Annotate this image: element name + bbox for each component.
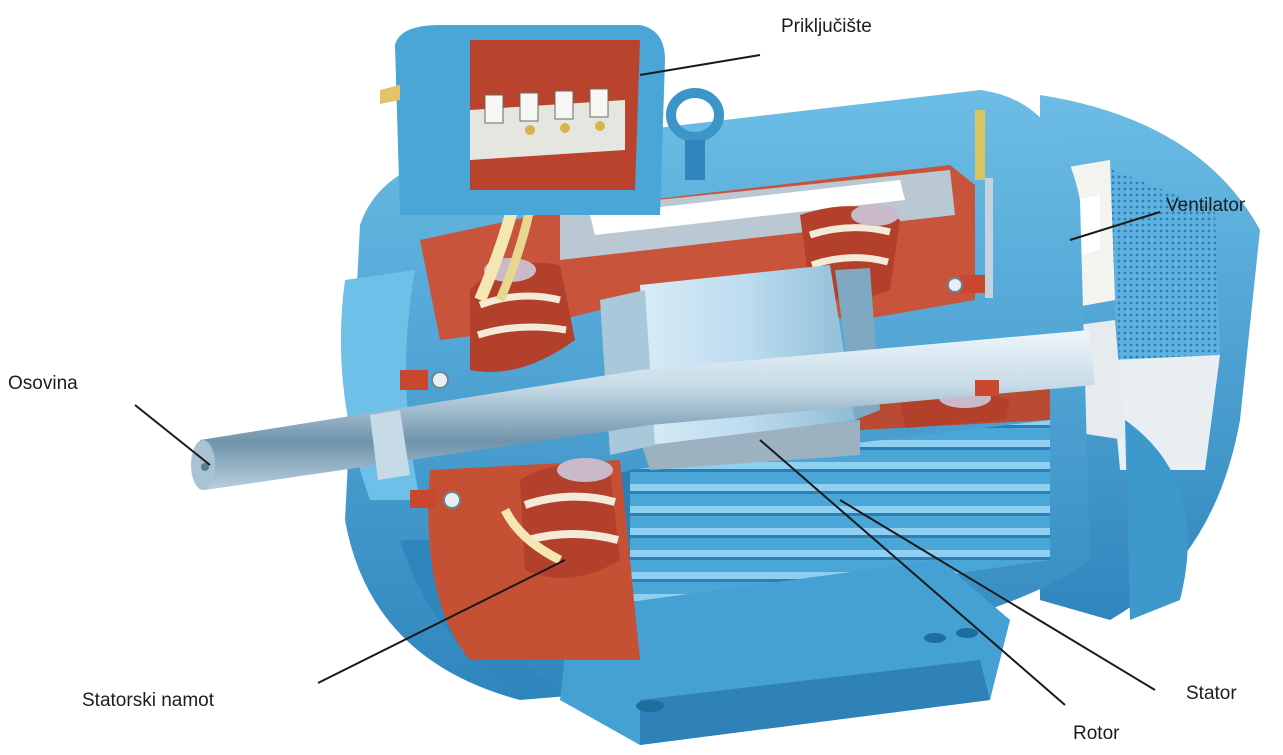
stator <box>560 170 955 470</box>
leader-shaft <box>134 404 211 466</box>
leader-stator-winding <box>317 559 566 684</box>
label-stator-winding: Statorski namot <box>82 690 214 711</box>
leader-lines <box>134 54 1161 706</box>
leader-stator <box>839 499 1156 691</box>
label-terminal-box: Priključište <box>781 16 872 37</box>
label-stator: Stator <box>1186 683 1237 704</box>
label-shaft: Osovina <box>8 373 78 394</box>
grease-fitting <box>975 110 993 298</box>
leader-fan <box>1069 211 1161 241</box>
leader-rotor <box>759 439 1066 706</box>
leader-terminal-box <box>639 54 761 76</box>
terminal-box <box>380 25 665 215</box>
label-rotor: Rotor <box>1073 723 1120 744</box>
bearings <box>400 275 999 509</box>
motor-feet <box>560 560 1010 745</box>
shaft <box>191 330 1095 490</box>
lifting-eye <box>666 88 724 180</box>
label-fan: Ventilator <box>1166 195 1246 216</box>
